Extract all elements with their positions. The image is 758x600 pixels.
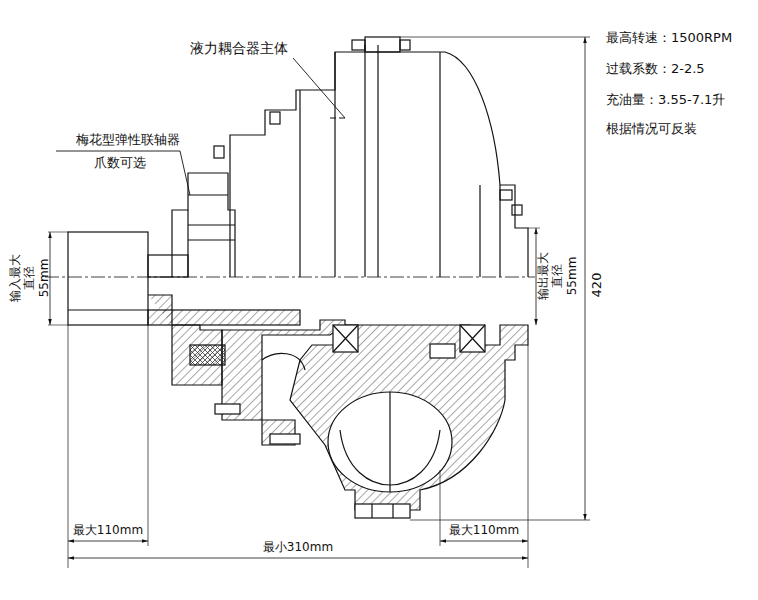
dimension-text: 最大110mm xyxy=(449,523,519,537)
part-label: 梅花型弹性联轴器 xyxy=(76,132,180,148)
dimension-text: 最大110mm xyxy=(73,523,143,537)
part-label: 液力耦合器主体 xyxy=(190,40,288,57)
spec-note: 充油量：3.55-7.1升 xyxy=(606,92,725,108)
dimension-text: 420 xyxy=(589,273,605,298)
spec-note: 最高转速：1500RPM xyxy=(606,30,732,46)
part-label: 爪数可选 xyxy=(94,155,146,171)
dimension-text: 输入最大 直径55mm xyxy=(8,247,51,309)
spec-note: 过载系数：2-2.5 xyxy=(606,61,705,77)
dimension-text: 最小310mm xyxy=(263,540,333,554)
dimension-text: 输出最大 直径55mm xyxy=(536,245,579,307)
spec-note: 根据情况可反装 xyxy=(606,121,697,137)
